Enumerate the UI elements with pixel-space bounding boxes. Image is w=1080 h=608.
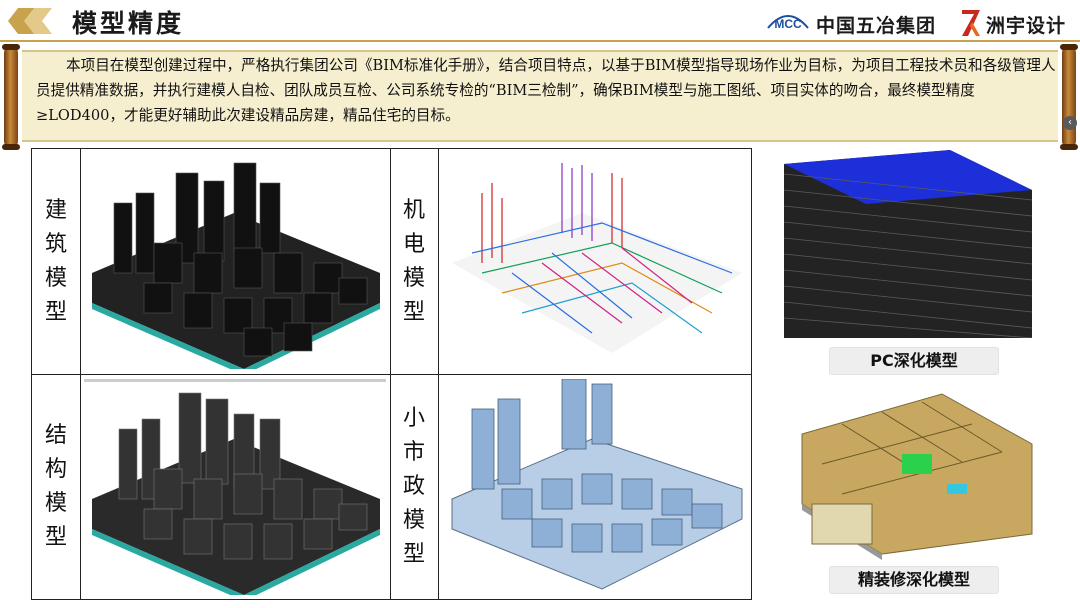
label-mep-model: 机 电 模 型 [390,149,438,374]
decoration-model-image [772,384,1048,560]
rod-cap [2,44,20,50]
scroll-rod-left [2,44,20,150]
page-title: 模型精度 [72,9,185,38]
mcc-logo-mark: MCC [774,17,802,31]
design-firm-name: 洲宇设计 [986,15,1067,37]
label-char: 机 [402,197,425,223]
label-char: 电 [402,231,425,257]
municipal-model-image [451,379,743,590]
label-char: 结 [44,423,67,448]
intro-scroll: 本项目在模型创建过程中，严格执行集团公司《BIM标准化手册》，结合项目特点，以基… [0,44,1080,150]
label-char: 型 [44,299,67,325]
label-char: 小 [402,406,425,431]
grid-divider [32,374,751,375]
rod-cap [1060,44,1078,50]
label-char: 政 [402,474,425,499]
label-municipal-model: 小 市 政 模 型 [390,375,438,599]
mcc-logo-icon: MCC [767,15,809,31]
title-decoration-icon [8,8,52,34]
label-char: 模 [402,508,425,533]
building-model-image [92,162,380,369]
header: 模型精度 MCC 中国五冶集团 洲宇设计 [0,0,1080,44]
label-char: 筑 [44,231,67,257]
label-structure-model: 结 构 模 型 [32,375,80,599]
label-char: 模 [44,491,67,516]
caption-decoration-model: 精装修深化模型 [829,566,999,594]
label-char: 模 [402,265,425,291]
zhouyu-logo-icon [962,10,980,36]
caption-pc-model: PC深化模型 [829,347,999,375]
label-char: 建 [44,197,67,223]
mep-model-image [452,163,742,353]
intro-paragraph: 本项目在模型创建过程中，严格执行集团公司《BIM标准化手册》，结合项目特点，以基… [36,57,1056,124]
pc-model-image [780,150,1034,338]
scroll-paper [22,50,1058,142]
header-divider [0,40,1080,42]
label-char: 型 [402,542,425,567]
model-grid: 建 筑 模 型 机 电 模 型 结 构 模 型 小 市 政 模 型 [31,148,752,600]
next-slide-icon[interactable]: ‹ [1063,116,1077,130]
label-char: 型 [44,525,67,550]
label-char: 型 [402,299,425,325]
rod-cap [2,144,20,150]
company-name: 中国五冶集团 [816,15,937,37]
label-char: 构 [44,457,67,482]
rod-cap [1060,144,1078,150]
scroll-rod-right [1060,44,1078,150]
structure-model-image [84,379,386,595]
label-char: 模 [44,265,67,291]
label-char: 市 [402,440,425,465]
label-building-model: 建 筑 模 型 [32,149,80,374]
